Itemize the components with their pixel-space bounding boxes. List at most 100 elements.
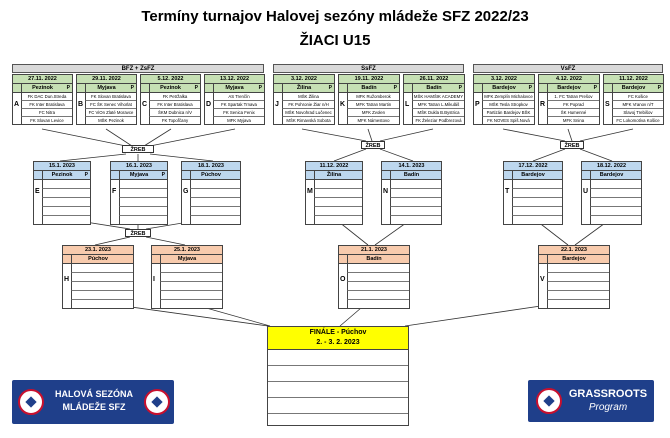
- group-p: P: [657, 85, 661, 91]
- team-cell: AS Trenčín: [213, 93, 264, 101]
- team-cell: FC Lokomotíva Košice: [612, 117, 663, 124]
- team-cell: FK Senica Fenix: [213, 109, 264, 117]
- team-cell: MŠK Pezinok: [85, 117, 136, 124]
- group-venue: Pezinok: [51, 172, 73, 178]
- group-venue: Pezinok: [160, 85, 181, 91]
- group-p: P: [194, 85, 198, 91]
- team-cell: FC ŠK Senec Vihorlat: [85, 101, 136, 109]
- group-p: P: [258, 85, 262, 91]
- group-date: 11.12. 2022: [604, 75, 663, 84]
- team-cell: ŠKM Dubnica n/V: [149, 109, 200, 117]
- group-date: 25.1. 2023: [152, 246, 222, 255]
- group-date: 14.1. 2023: [382, 162, 441, 171]
- team-cell: Slavoj Trebišov: [612, 109, 663, 117]
- group-venue: Myjava: [97, 85, 116, 91]
- final-venue: FINÁLE - Púchov: [309, 329, 367, 336]
- group-letter: P: [475, 101, 480, 108]
- group-p: P: [84, 172, 88, 178]
- grassroots-logo: GRASSROOTS Program: [528, 380, 654, 422]
- group-venue: Badín: [366, 256, 382, 262]
- football-icon: [144, 389, 170, 415]
- logo-left-line2: MLÁDEŽE SFZ: [62, 402, 126, 412]
- team-cell: FC Nitra: [21, 109, 72, 117]
- group-h-box: 23.1. 2023 Púchov H: [62, 245, 134, 309]
- group-p: P: [393, 85, 397, 91]
- group-p: P: [593, 85, 597, 91]
- team-cell: MFK Myjava: [213, 117, 264, 124]
- team-cell: FK Slovan Bratislava: [85, 93, 136, 101]
- group-date: 26.11. 2022: [404, 75, 464, 84]
- group-letter: K: [340, 101, 346, 108]
- logo-right-line2: Program: [588, 402, 628, 413]
- group-v-box: 22.1. 2023 Bardejov V: [538, 245, 610, 309]
- zreb-box-bfz-2: ŽREB: [125, 229, 151, 237]
- group-m-box: 11.12. 2022 Žilina M: [305, 161, 363, 225]
- group-u-box: 18.12. 2022 Bardejov U: [581, 161, 642, 225]
- group-date: 27.11. 2022: [13, 75, 72, 84]
- group-date: 21.1. 2023: [339, 246, 409, 255]
- group-p: P: [161, 172, 165, 178]
- group-letter: S: [605, 101, 610, 108]
- group-letter: T: [505, 188, 510, 195]
- team-cell: FK Inter Bratislava: [149, 101, 200, 109]
- group-venue: Bardejov: [621, 85, 646, 91]
- group-e-box: 15.1. 2023 Pezinok P E: [33, 161, 91, 225]
- group-date: 19.11. 2022: [339, 75, 399, 84]
- group-venue: Myjava: [129, 172, 149, 178]
- team-cell: FK Slovan Levice: [21, 117, 72, 124]
- group-p: P: [130, 85, 134, 91]
- team-cell: MŠK Žilina: [282, 93, 334, 101]
- group-date: 5.12. 2022: [141, 75, 200, 84]
- group-date: 23.1. 2023: [63, 246, 133, 255]
- group-letter: H: [64, 276, 70, 283]
- team-cell: MFK Zemplín Michalovce: [482, 93, 534, 101]
- group-p: P: [528, 85, 532, 91]
- team-cell: 1. FC Tatran Prešov: [547, 93, 599, 101]
- team-cell: MFK Námestovo: [347, 117, 399, 124]
- team-cell: FK Spartak Trnava: [213, 101, 264, 109]
- group-g-box: 18.1. 2023 Púchov G: [181, 161, 241, 225]
- group-p: P: [328, 85, 332, 91]
- group-date: 11.12. 2022: [306, 162, 362, 171]
- region-header-bfz-zsfz: BFZ + ZsFZ: [12, 64, 264, 73]
- group-letter: V: [540, 276, 545, 283]
- final-date: 2. - 3. 2. 2023: [316, 339, 360, 346]
- group-venue: Pezinok: [32, 85, 53, 91]
- group-venue: Myjava: [177, 256, 197, 262]
- team-cell: MŠK HAMŠIK ACADEMY: [412, 93, 464, 101]
- group-i-box: 25.1. 2023 Myjava I: [151, 245, 223, 309]
- region-header-ssfz: SsFZ: [273, 64, 464, 73]
- team-cell: FK DAC Dun.Streda: [21, 93, 72, 101]
- page-subtitle: ŽIACI U15: [299, 32, 371, 49]
- group-date: 18.12. 2022: [582, 162, 641, 171]
- group-date: 17.12. 2022: [504, 162, 562, 171]
- group-venue: Bardejov: [557, 85, 581, 91]
- final-box: FINÁLE - Púchov 2. - 3. 2. 2023: [267, 326, 409, 426]
- group-letter: M: [307, 188, 313, 195]
- group-letter: J: [275, 101, 279, 108]
- halova-sezona-logo: HALOVÁ SEZÓNA MLÁDEŽE SFZ: [12, 380, 174, 424]
- group-letter: E: [35, 188, 40, 195]
- group-venue: Bardejov: [562, 256, 586, 262]
- zreb-box-ssfz: ŽREB: [361, 141, 385, 149]
- team-cell: FK Topoľčany: [149, 117, 200, 124]
- team-cell: FC Košice: [612, 93, 663, 101]
- group-p: P: [458, 85, 462, 91]
- group-letter: A: [14, 101, 20, 108]
- zreb-box-vsfz: ŽREB: [560, 141, 584, 149]
- group-venue: Púchov: [201, 172, 221, 178]
- team-cell: MŠK Rimavská Sobota: [282, 117, 334, 124]
- team-cell: FK Poprad: [547, 101, 599, 109]
- team-cell: MŠK Dukla B.Bystrica: [412, 109, 464, 117]
- group-date: 15.1. 2023: [34, 162, 90, 171]
- group-letter: N: [383, 188, 389, 195]
